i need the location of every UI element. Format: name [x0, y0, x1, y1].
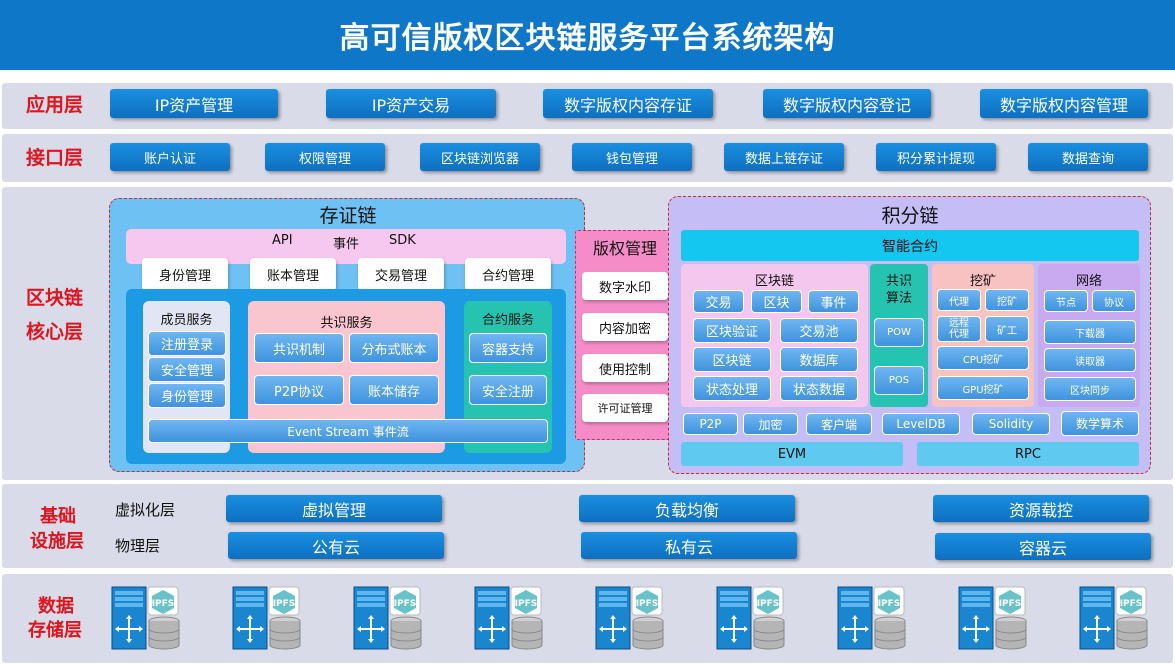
mining-button[interactable]: 挖矿 — [985, 289, 1029, 311]
reader-button[interactable]: 读取器 — [1044, 348, 1136, 372]
data-onchain-deposit-button[interactable]: 数据上链存证 — [724, 143, 844, 171]
node-button[interactable]: 节点 — [1044, 290, 1088, 312]
leveldb-button[interactable]: LevelDB — [882, 413, 960, 435]
container-cloud-button[interactable]: 容器云 — [935, 533, 1151, 560]
physical-layer-label: 物理层 — [115, 537, 161, 555]
app-ip-asset-trading-button[interactable]: IP资产交易 — [326, 89, 496, 118]
usage-control-box[interactable]: 使用控制 — [582, 354, 668, 382]
cpu-mining-button[interactable]: CPU挖矿 — [937, 346, 1029, 370]
consensus-algorithm-title-line1: 共识 — [885, 274, 912, 289]
interface-layer-label: 接口层 — [26, 147, 84, 169]
event-stream-bar[interactable]: Event Stream 事件流 — [148, 419, 548, 443]
smart-contract-bar[interactable]: 智能合约 — [681, 230, 1139, 261]
contract-management-box[interactable]: 合约管理 — [465, 258, 551, 291]
security-management-button[interactable]: 安全管理 — [148, 357, 226, 382]
virtualization-layer-label: 虚拟化层 — [115, 501, 176, 519]
account-auth-button[interactable]: 账户认证 — [110, 143, 230, 171]
contract-service-title: 合约服务 — [481, 313, 534, 328]
data-query-button[interactable]: 数据查询 — [1028, 143, 1148, 171]
database-button[interactable]: 数据库 — [780, 347, 858, 372]
blockchain-subpanel-title: 区块链 — [754, 274, 794, 289]
consensus-mechanism-button[interactable]: 共识机制 — [254, 333, 344, 363]
private-cloud-button[interactable]: 私有云 — [581, 532, 797, 559]
virtual-management-button[interactable]: 虚拟管理 — [226, 495, 442, 522]
remote-proxy-button[interactable]: 远程 代理 — [937, 316, 981, 342]
resource-control-button[interactable]: 资源载控 — [933, 495, 1149, 522]
app-ip-asset-management-button[interactable]: IP资产管理 — [110, 89, 278, 118]
p2p-button[interactable]: P2P — [683, 413, 738, 435]
client-button[interactable]: 客户端 — [806, 413, 872, 435]
page-title: 高可信版权区块链服务平台系统架构 — [0, 0, 1175, 70]
consensus-algorithm-title-line2: 算法 — [885, 291, 912, 306]
app-content-deposit-button[interactable]: 数字版权内容存证 — [543, 89, 713, 118]
data-storage-layer — [2, 574, 1173, 663]
evidence-chain-title: 存证链 — [319, 205, 377, 227]
evm-bar[interactable]: EVM — [681, 442, 903, 466]
app-content-management-button[interactable]: 数字版权内容管理 — [980, 89, 1148, 118]
member-service-title: 成员服务 — [160, 313, 213, 328]
core-layer-label-line2: 核心层 — [26, 321, 84, 343]
identity-management-box[interactable]: 身份管理 — [142, 258, 228, 291]
member-identity-management-button[interactable]: 身份管理 — [148, 383, 226, 408]
remote-proxy-line2: 代理 — [949, 329, 969, 340]
copyright-management-title: 版权管理 — [592, 239, 657, 258]
network-title: 网络 — [1075, 274, 1102, 289]
pow-button[interactable]: POW — [874, 318, 924, 347]
sdk-label: SDK — [389, 233, 416, 248]
downloader-button[interactable]: 下载器 — [1044, 320, 1136, 344]
block-sync-button[interactable]: 区块同步 — [1044, 377, 1136, 401]
gpu-mining-button[interactable]: GPU挖矿 — [937, 376, 1029, 400]
public-cloud-button[interactable]: 公有云 — [228, 532, 444, 559]
ledger-storage-button[interactable]: 账本储存 — [349, 375, 439, 405]
solidity-button[interactable]: Solidity — [972, 413, 1050, 435]
storage-layer-label-line2: 存储层 — [28, 620, 82, 641]
bc-event-button[interactable]: 事件 — [808, 290, 859, 313]
math-arithmetic-button[interactable]: 数学算术 — [1061, 411, 1139, 436]
api-label: API — [272, 233, 293, 248]
points-chain-title: 积分链 — [881, 205, 939, 227]
p2p-protocol-button[interactable]: P2P协议 — [254, 375, 344, 405]
wallet-management-button[interactable]: 钱包管理 — [572, 143, 692, 171]
transaction-pool-button[interactable]: 交易池 — [780, 318, 858, 343]
infra-layer-label-line1: 基础 — [40, 506, 76, 527]
miner-button[interactable]: 矿工 — [985, 316, 1029, 342]
infra-layer-label-line2: 设施层 — [30, 531, 84, 552]
mining-title: 挖矿 — [969, 274, 996, 289]
content-encryption-box[interactable]: 内容加密 — [582, 313, 668, 341]
bc-block-button[interactable]: 区块 — [751, 290, 802, 313]
points-withdrawal-button[interactable]: 积分累计提现 — [876, 143, 996, 171]
state-processing-button[interactable]: 状态处理 — [693, 376, 771, 401]
core-layer-label-line1: 区块链 — [26, 287, 84, 309]
rpc-bar[interactable]: RPC — [917, 442, 1139, 466]
bc-blockchain-button[interactable]: 区块链 — [693, 347, 771, 372]
register-login-button[interactable]: 注册登录 — [148, 331, 226, 356]
license-management-box[interactable]: 许可证管理 — [582, 394, 668, 422]
block-verification-button[interactable]: 区块验证 — [693, 318, 771, 343]
event-label: 事件 — [333, 237, 360, 252]
load-balancing-button[interactable]: 负载均衡 — [579, 495, 795, 522]
encryption-button[interactable]: 加密 — [743, 413, 798, 435]
app-content-registration-button[interactable]: 数字版权内容登记 — [763, 89, 931, 118]
digital-watermark-box[interactable]: 数字水印 — [582, 272, 668, 300]
consensus-service-title: 共识服务 — [320, 316, 373, 331]
permission-management-button[interactable]: 权限管理 — [265, 143, 385, 171]
distributed-ledger-button[interactable]: 分布式账本 — [349, 333, 439, 363]
state-data-button[interactable]: 状态数据 — [780, 376, 858, 401]
secure-registration-button[interactable]: 安全注册 — [469, 375, 547, 405]
bc-transaction-button[interactable]: 交易 — [693, 290, 744, 313]
storage-layer-label-line1: 数据 — [38, 596, 74, 617]
mining-proxy-button[interactable]: 代理 — [937, 289, 981, 311]
application-layer-label: 应用层 — [26, 94, 84, 116]
container-support-button[interactable]: 容器支持 — [469, 333, 547, 363]
blockchain-browser-button[interactable]: 区块链浏览器 — [420, 143, 540, 171]
remote-proxy-line1: 远程 — [949, 318, 969, 329]
protocol-button[interactable]: 协议 — [1092, 290, 1136, 312]
pos-button[interactable]: POS — [874, 366, 924, 395]
transaction-management-box[interactable]: 交易管理 — [358, 258, 444, 291]
ledger-management-box[interactable]: 账本管理 — [250, 258, 336, 291]
